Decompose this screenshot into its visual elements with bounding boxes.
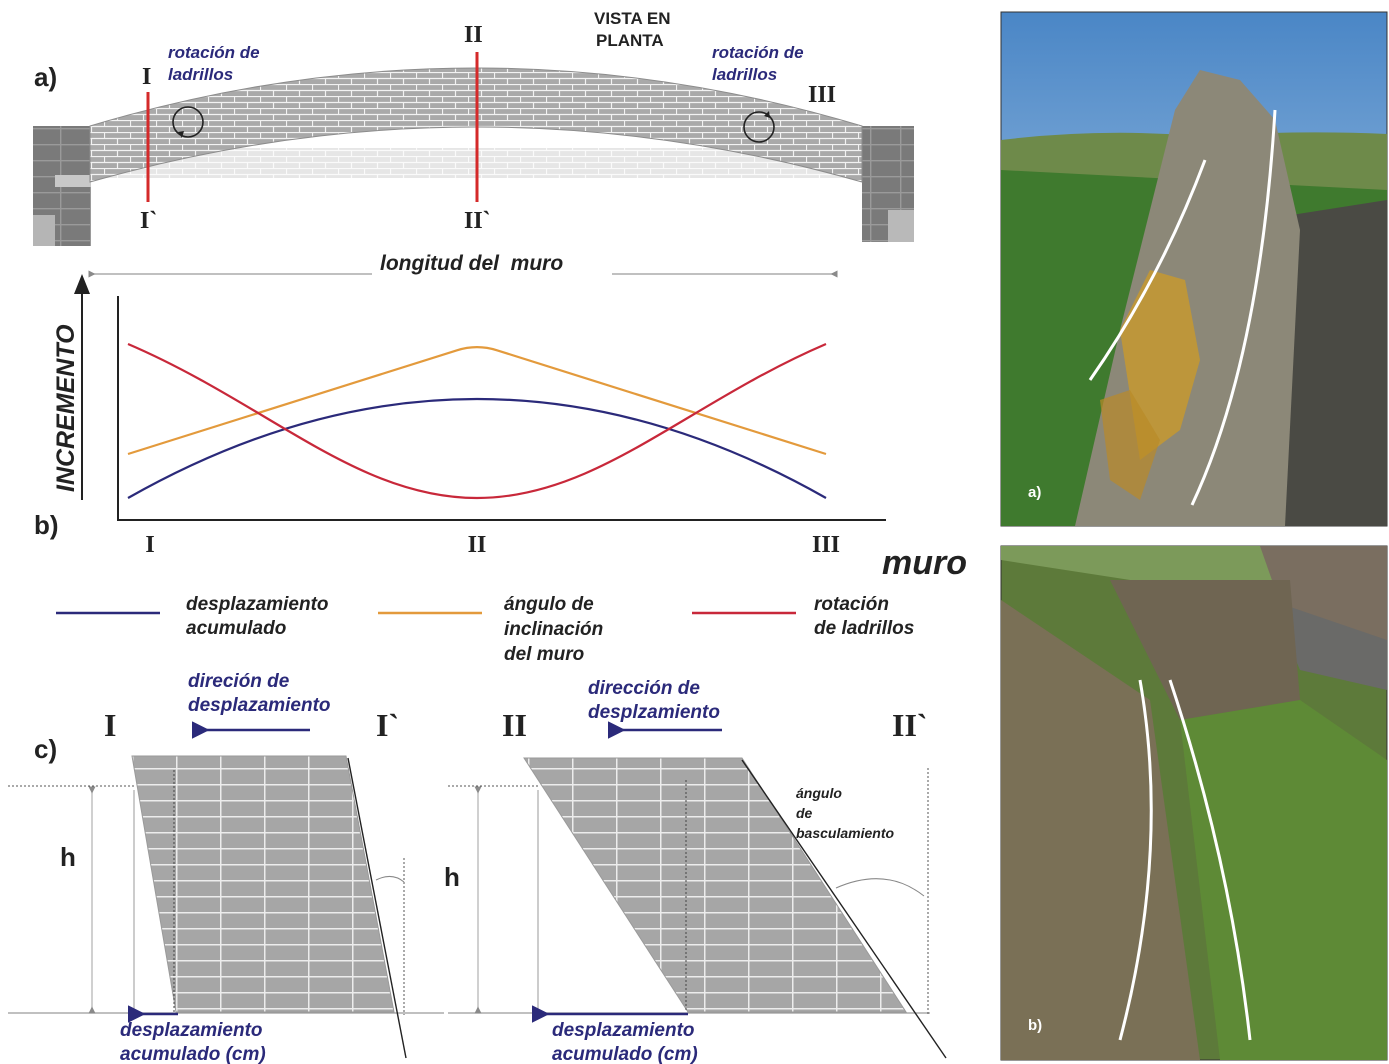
section-II-prime-label: II` (464, 208, 491, 234)
rotation-right-line2: ladrillos (712, 65, 777, 84)
chart-series-group (127, 342, 827, 500)
section-c-II-prime-label: II` (892, 707, 928, 743)
tilt-angle-line3: basculamiento (796, 825, 894, 841)
direction-right-line2: desplzamiento (588, 702, 720, 723)
legend-ang-line2: inclinación (504, 619, 603, 640)
pillar-right (862, 126, 914, 242)
panel-a: a) rotación de ladrillos rotación de (33, 9, 914, 278)
wall-length-label: longitud del muro (380, 252, 563, 275)
rotation-icon-right (743, 111, 775, 143)
h-label-left: h (60, 842, 76, 872)
disp-left-line1: desplazamiento (120, 1020, 263, 1041)
section-III-label: III (808, 82, 836, 108)
legend-ang-line1: ángulo de (504, 594, 594, 615)
x-tick-label: II (468, 532, 487, 558)
series-line-angulo (127, 346, 827, 456)
tilt-angle-line1: ángulo (796, 785, 842, 801)
series-line-rotacion (127, 342, 827, 500)
direction-left-line2: desplazamiento (188, 695, 331, 716)
plan-view-line2: PLANTA (596, 31, 664, 50)
leaning-wall-left (131, 755, 395, 1013)
rotation-icon-left (172, 106, 204, 138)
photo-a-label: a) (1028, 484, 1041, 501)
x-axis-title: muro (882, 544, 967, 582)
legend-rot-line2: de ladrillos (814, 618, 914, 639)
rotation-left-line1: rotación de (168, 43, 260, 62)
disp-right-line2: acumulado (cm) (552, 1044, 698, 1064)
photo-b-label: b) (1028, 1017, 1042, 1034)
tilt-line-left (347, 757, 407, 1059)
section-II-label: II (464, 22, 483, 48)
photo-b: b) (1000, 545, 1388, 1061)
plan-view-line1: VISTA EN (594, 9, 671, 28)
disp-left-line2: acumulado (cm) (120, 1044, 266, 1064)
rotation-left-line2: ladrillos (168, 65, 233, 84)
section-c-I-label: I (104, 707, 116, 743)
disp-right-line1: desplazamiento (552, 1020, 695, 1041)
panel-c-label: c) (34, 734, 57, 764)
h-label-right: h (444, 862, 460, 892)
section-I-label: I (142, 64, 151, 90)
legend-desp-line2: acumulado (186, 618, 286, 639)
y-axis-arrowhead (74, 274, 90, 294)
direction-right-line1: dirección de (588, 678, 700, 699)
y-axis-title: INCREMENTO (52, 324, 80, 492)
legend-desp-line1: desplazamiento (186, 594, 329, 615)
tilt-angle-line2: de (796, 805, 813, 821)
tilt-arc-left (375, 876, 405, 883)
section-c-I-prime-label: I` (376, 707, 399, 743)
panel-b-label: b) (34, 510, 59, 540)
panel-c: c) I I` direción de desplazamiento h des… (8, 671, 947, 1064)
legend: desplazamiento acumulado ángulo de incli… (56, 594, 914, 665)
x-tick-label: I (145, 532, 154, 558)
section-c-II-label: II (502, 707, 527, 743)
x-tick-label: III (812, 532, 840, 558)
series-line-desplazamiento (127, 397, 827, 499)
photo-a: a) (1000, 11, 1388, 527)
leaning-wall-right (523, 757, 907, 1013)
legend-rot-line1: rotación (814, 594, 889, 615)
legend-ang-line3: del muro (504, 644, 584, 665)
tilt-arc-right (835, 878, 925, 897)
pillar-left (33, 126, 91, 246)
section-I-prime-label: I` (140, 208, 157, 234)
direction-left-line1: direción de (188, 671, 290, 692)
rotation-right-line1: rotación de (712, 43, 804, 62)
panel-a-label: a) (34, 62, 57, 92)
tilt-line-right (741, 759, 947, 1059)
